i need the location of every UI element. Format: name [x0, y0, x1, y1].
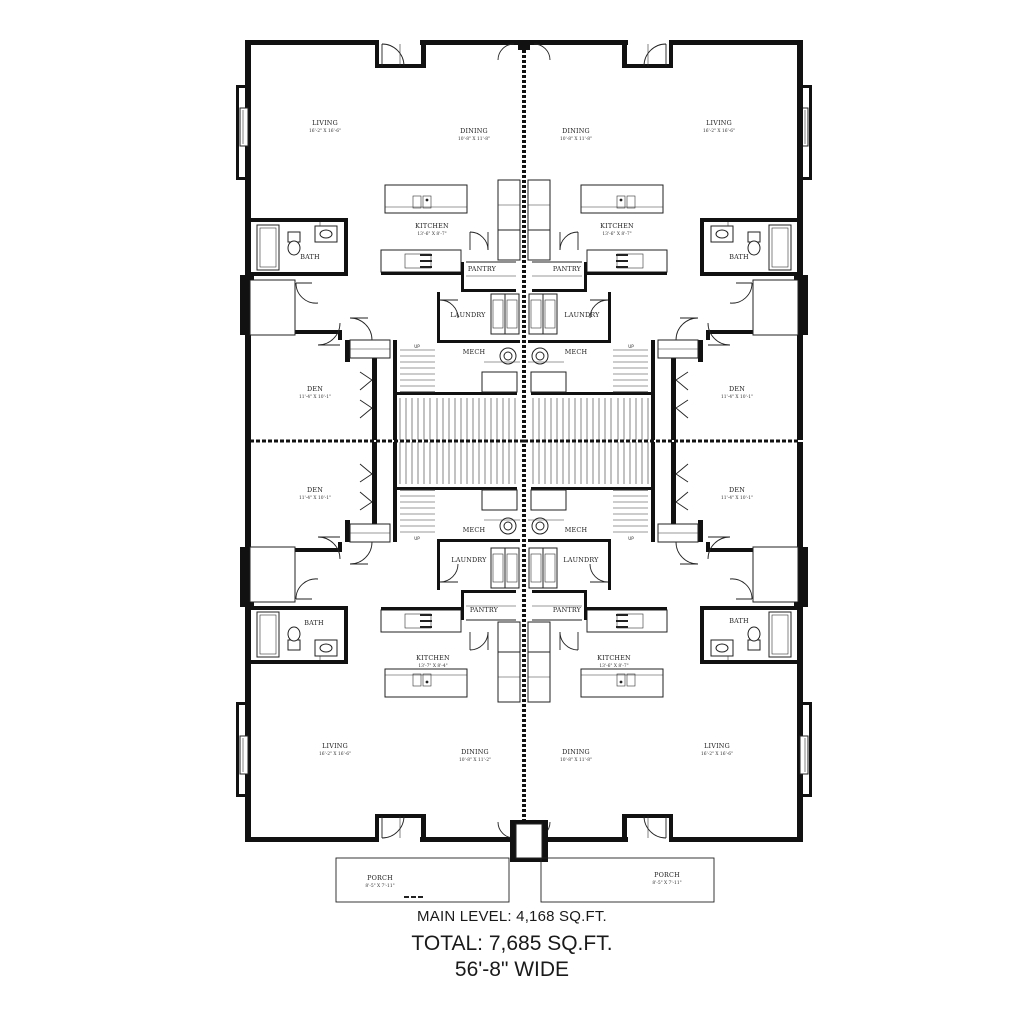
building-width: 56'-8" WIDE — [454, 958, 570, 981]
room-label-living-tr: LIVING — [706, 119, 732, 127]
room-label-kitchen-tl: KITCHEN — [415, 222, 449, 230]
room-label-dining-tl: DINING — [460, 127, 488, 135]
room-dim-porch-left: 8'-5" X 7'-11" — [365, 884, 394, 889]
room-label-porch-left: PORCH — [367, 874, 393, 882]
room-label-bath-tr: BATH — [729, 253, 749, 261]
room-label-den-br: DEN — [729, 486, 745, 494]
room-label-dining-bl: DINING — [461, 748, 489, 756]
room-label-mech-br: MECH — [565, 526, 588, 534]
unit-top-left — [234, 38, 532, 443]
unit-bottom-right — [516, 439, 814, 844]
porch-right-outline — [540, 857, 715, 903]
room-dim-kitchen-br: 13'-6" X 8'-7" — [599, 664, 628, 669]
room-label-mech-tr: MECH — [565, 348, 588, 356]
stair-up-label-tr: UP — [628, 344, 634, 349]
main-level-area: MAIN LEVEL: 4,168 SQ.FT. — [417, 908, 607, 925]
room-dim-kitchen-tl: 13'-6" X 8'-7" — [417, 232, 446, 237]
room-label-laundry-tl: LAUNDRY — [450, 311, 486, 319]
room-label-den-tr: DEN — [729, 385, 745, 393]
porch-left-outline — [335, 857, 510, 903]
room-label-laundry-br: LAUNDRY — [563, 556, 599, 564]
stair-up-label-tl: UP — [414, 344, 420, 349]
room-dim-kitchen-bl: 13'-7" X 8'-4" — [418, 664, 447, 669]
center-entry-pier-inner — [515, 823, 543, 859]
room-dim-living-bl: 16'-2" X 16'-6" — [319, 752, 351, 757]
room-dim-living-br: 16'-2" X 16'-6" — [701, 752, 733, 757]
stair-up-label-bl: UP — [414, 536, 420, 541]
room-label-laundry-bl: LAUNDRY — [451, 556, 487, 564]
room-dim-porch-right: 8'-5" X 7'-11" — [652, 881, 681, 886]
room-dim-dining-br: 10'-8" X 11'-8" — [560, 758, 592, 763]
porch-steps-left — [404, 896, 423, 898]
room-label-pantry-br: PANTRY — [553, 606, 582, 614]
room-label-pantry-tl: PANTRY — [468, 265, 497, 273]
room-dim-kitchen-tr: 13'-6" X 8'-7" — [602, 232, 631, 237]
room-label-dining-tr: DINING — [562, 127, 590, 135]
room-label-mech-tl: MECH — [463, 348, 486, 356]
room-label-kitchen-bl: KITCHEN — [416, 654, 450, 662]
room-label-living-bl: LIVING — [322, 742, 348, 750]
room-label-porch-right: PORCH — [654, 871, 680, 879]
room-label-bath-br: BATH — [729, 617, 749, 625]
unit-top-right — [516, 38, 814, 443]
room-label-living-br: LIVING — [704, 742, 730, 750]
room-label-living-tl: LIVING — [312, 119, 338, 127]
stair-up-label-br: UP — [628, 536, 634, 541]
room-label-bath-tl: BATH — [300, 253, 320, 261]
room-dim-dining-tr: 10'-8" X 11'-8" — [560, 137, 592, 142]
room-dim-den-bl: 11'-4" X 10'-1" — [299, 496, 331, 501]
room-dim-living-tl: 16'-2" X 16'-6" — [309, 129, 341, 134]
room-label-den-tl: DEN — [307, 385, 323, 393]
left-mid-wall — [245, 440, 251, 444]
room-dim-den-tr: 11'-4" X 10'-1" — [721, 395, 753, 400]
room-label-pantry-bl: PANTRY — [470, 606, 499, 614]
room-dim-living-tr: 16'-2" X 16'-6" — [703, 129, 735, 134]
room-dim-den-br: 11'-4" X 10'-1" — [721, 496, 753, 501]
unit-bottom-left — [234, 439, 532, 844]
total-area: TOTAL: 7,685 SQ.FT. — [411, 932, 613, 955]
room-label-kitchen-tr: KITCHEN — [600, 222, 634, 230]
room-label-pantry-tr: PANTRY — [553, 265, 582, 273]
room-label-bath-bl: BATH — [304, 619, 324, 627]
room-label-laundry-tr: LAUNDRY — [564, 311, 600, 319]
room-label-dining-br: DINING — [562, 748, 590, 756]
room-label-den-bl: DEN — [307, 486, 323, 494]
room-label-mech-bl: MECH — [463, 526, 486, 534]
room-label-kitchen-br: KITCHEN — [597, 654, 631, 662]
right-exterior-wall — [797, 40, 803, 220]
room-dim-den-tl: 11'-4" X 10'-1" — [299, 395, 331, 400]
room-dim-dining-bl: 10'-8" X 11'-2" — [459, 758, 491, 763]
room-dim-dining-tl: 10'-8" X 11'-8" — [458, 137, 490, 142]
